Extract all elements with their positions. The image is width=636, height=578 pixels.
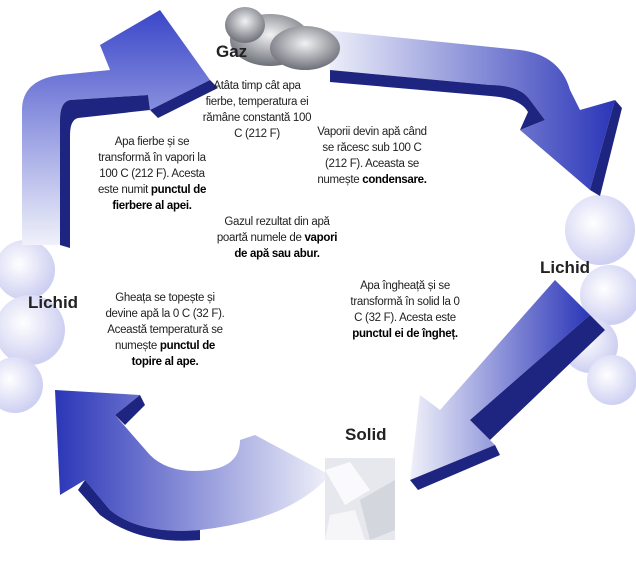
text-condensation: Vaporii devin apă când se răcesc sub 100… bbox=[312, 124, 432, 188]
condensation-text: Vaporii devin apă când se răcesc sub 100… bbox=[317, 126, 427, 186]
arrow-liquid-to-solid bbox=[410, 280, 605, 490]
label-liquid-right: Lichid bbox=[540, 258, 591, 277]
label-solid: Solid bbox=[345, 425, 387, 444]
text-boiling-constant: Atâta timp cât apa fierbe, temperatura e… bbox=[202, 80, 312, 140]
freezing-term: punctul ei de îngheț. bbox=[352, 328, 458, 340]
text-melting: Gheața se topește și devine apă la 0 C (… bbox=[100, 290, 230, 370]
arrow-liquid-to-gas bbox=[22, 10, 218, 248]
label-liquid-left: Lichid bbox=[28, 293, 79, 312]
cloud-icon bbox=[225, 7, 340, 70]
ice-image bbox=[325, 458, 395, 540]
boiling-point-text: Apa fierbe și se transformă în vapori la… bbox=[97, 136, 206, 196]
condensation-term: condensare. bbox=[362, 174, 427, 186]
boiling-point-term: punctul de fierbere al apei. bbox=[112, 184, 207, 212]
vapor-term: vapori de apă sau abur. bbox=[234, 232, 338, 260]
text-boiling-point: Apa fierbe și se transformă în vapori la… bbox=[92, 134, 212, 214]
freezing-text: Apa îngheață și se transformă în solid l… bbox=[350, 280, 460, 324]
text-freezing: Apa îngheață și se transformă în solid l… bbox=[350, 278, 460, 342]
label-gas: Gaz bbox=[216, 42, 248, 61]
arrow-solid-to-liquid bbox=[55, 390, 330, 541]
arrow-gas-to-liquid bbox=[325, 30, 622, 196]
liquid-bubbles-left-icon bbox=[0, 240, 65, 413]
vapor-text: Gazul rezultat din apă poartă numele de bbox=[216, 216, 330, 244]
text-vapor: Gazul rezultat din apă poartă numele de … bbox=[212, 214, 342, 262]
melting-term: punctul de topire al ape. bbox=[131, 340, 216, 368]
melting-text: Gheața se topește și devine apă la 0 C (… bbox=[105, 292, 225, 352]
